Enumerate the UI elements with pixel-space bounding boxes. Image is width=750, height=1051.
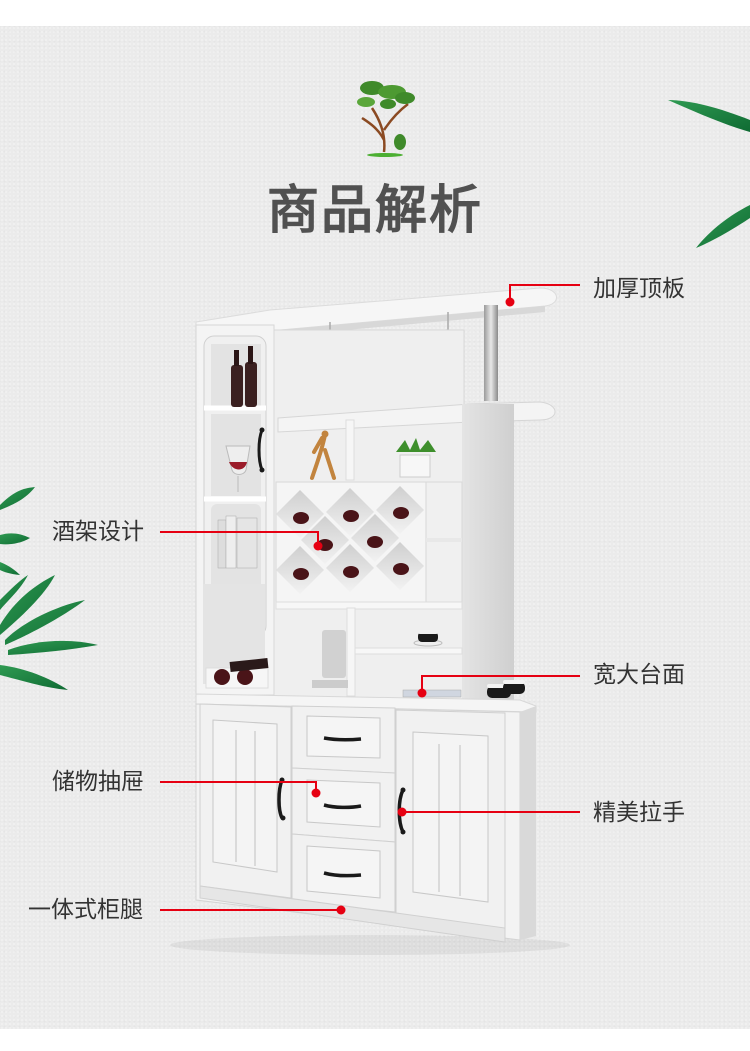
leaf-branch-left	[0, 487, 98, 690]
callout-top-board: 加厚顶板	[593, 276, 685, 302]
callout-countertop: 宽大台面	[593, 662, 685, 688]
tree-icon	[357, 81, 415, 157]
callout-legs: 一体式柜腿	[28, 897, 143, 923]
wine-cabinet	[170, 287, 570, 955]
drawers	[291, 705, 396, 913]
callout-wine-rack: 酒架设计	[52, 519, 144, 545]
leaf-branch-right	[668, 100, 750, 248]
page-title: 商品解析	[266, 181, 483, 241]
callout-handle: 精美拉手	[593, 800, 685, 826]
callout-drawer: 储物抽屉	[52, 769, 144, 795]
